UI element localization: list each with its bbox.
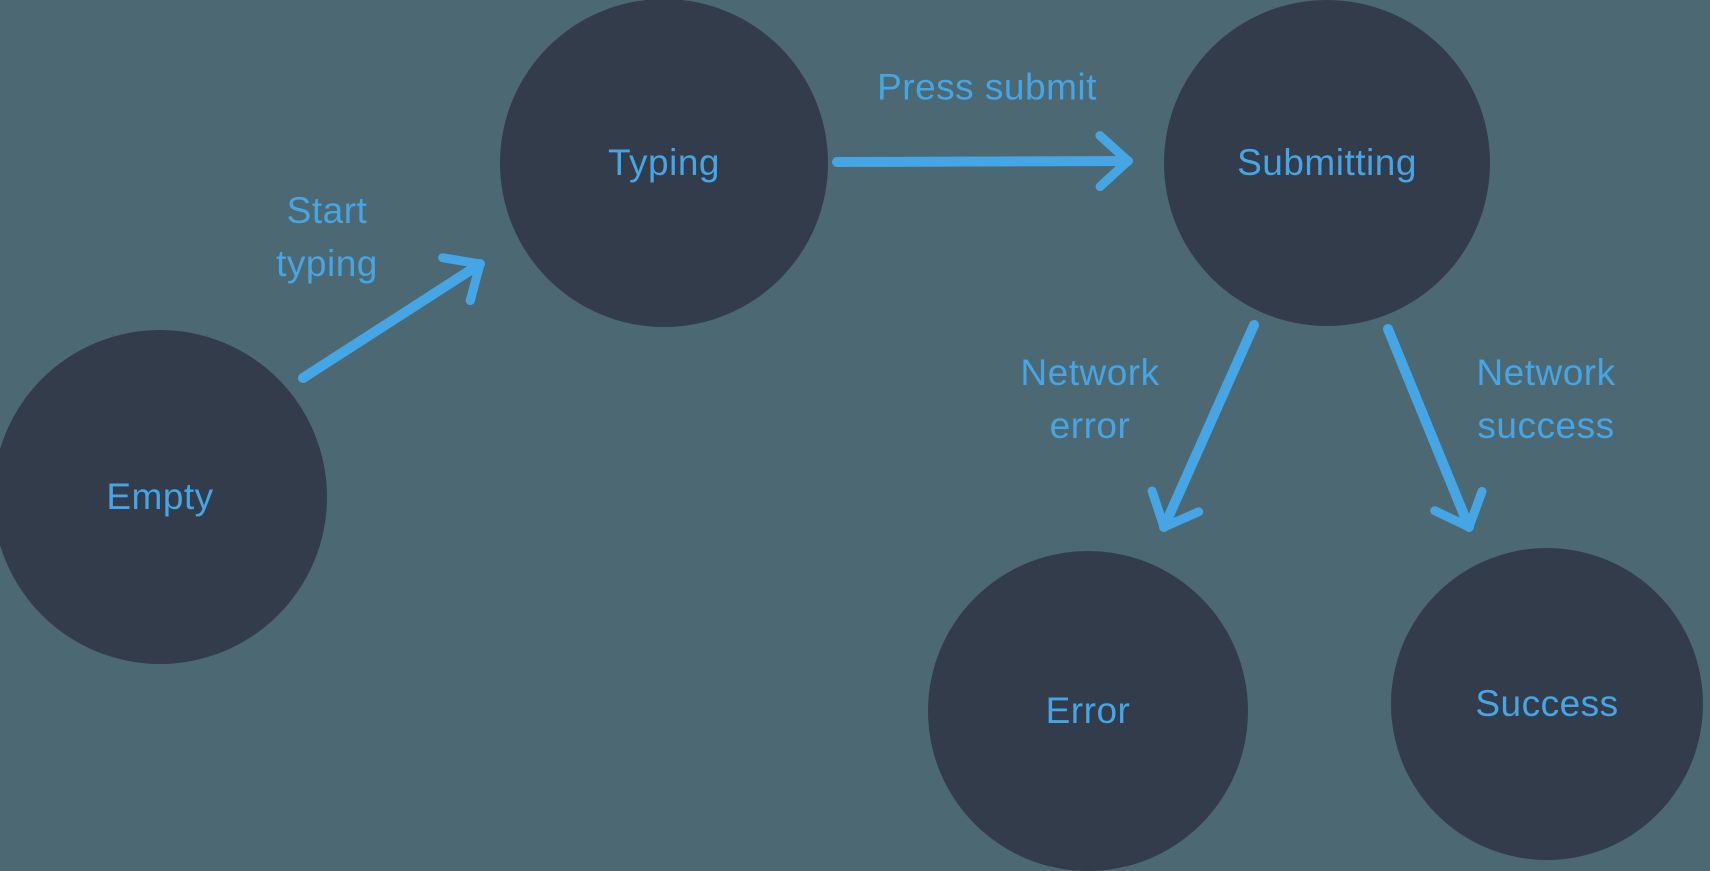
transition-label-line: typing — [276, 243, 378, 284]
transition-label-line: Network — [1476, 352, 1616, 393]
transition-arrow-network-error — [1147, 320, 1259, 532]
state-node-typing: Typing — [500, 0, 828, 327]
transition-label-network-success: Network success — [1476, 346, 1615, 452]
state-node-error: Error — [928, 551, 1248, 871]
transition-label-start-typing: Start typing — [276, 184, 378, 290]
state-label-typing: Typing — [607, 142, 720, 183]
transition-label-press-submit: Press submit — [877, 61, 1097, 114]
transition-arrow-network-success — [1383, 324, 1487, 532]
state-label-empty: Empty — [106, 476, 214, 517]
state-label-submitting: Submitting — [1237, 142, 1417, 183]
transition-arrow-press-submit — [832, 131, 1133, 192]
transition-label-line: success — [1477, 405, 1615, 446]
state-node-success: Success — [1391, 548, 1703, 860]
transition-label-line: Network — [1020, 352, 1160, 393]
transition-label-line: Start — [286, 190, 368, 231]
transition-label-line: error — [1049, 405, 1131, 446]
state-label-success: Success — [1475, 683, 1619, 724]
transition-label-network-error: Network error — [1020, 346, 1159, 452]
state-label-error: Error — [1045, 690, 1131, 731]
state-node-empty: Empty — [0, 330, 327, 664]
transition-label-line: Press submit — [877, 66, 1097, 108]
state-node-submitting: Submitting — [1164, 0, 1490, 326]
